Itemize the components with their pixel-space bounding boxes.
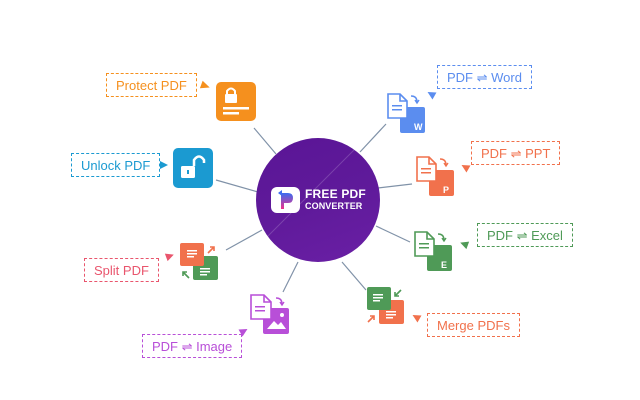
pdf-image-label[interactable]: PDF ⇌ Image	[142, 334, 243, 358]
pdf-ppt-label[interactable]: PDF ⇌ PPT	[471, 141, 561, 165]
merge-pdfs-label[interactable]: Merge PDFs	[427, 313, 520, 337]
light-streak	[265, 138, 367, 239]
excel-icon[interactable]: E	[414, 231, 456, 273]
ppt-icon[interactable]: P	[416, 156, 458, 198]
lock-icon[interactable]	[216, 82, 256, 122]
protect-pdf-label[interactable]: Protect PDF	[106, 73, 197, 97]
connector-split	[225, 229, 263, 251]
pdf-excel-label[interactable]: PDF ⇌ Excel	[477, 223, 573, 247]
app-logo	[271, 187, 300, 213]
connector-excel	[375, 225, 411, 243]
connector-ppt	[377, 183, 413, 189]
unlock-icon[interactable]	[173, 148, 213, 188]
unlock-pdf-label[interactable]: Unlock PDF	[71, 153, 161, 177]
connector-merge	[341, 261, 367, 291]
split-icon[interactable]	[180, 243, 220, 283]
ppt-badge: P	[443, 185, 449, 195]
connector-word	[359, 123, 387, 153]
merge-icon[interactable]	[365, 286, 407, 328]
hub-title-line1: FREE PDF	[305, 187, 366, 201]
word-badge: W	[414, 122, 423, 132]
hub-title-line2: CONVERTER	[305, 201, 363, 211]
logo-p-icon	[278, 190, 293, 209]
connector-image	[282, 261, 299, 293]
unlock-arrow-icon	[160, 161, 168, 169]
excel-badge: E	[441, 260, 447, 270]
connector-unlock	[215, 179, 259, 193]
split-pdf-label[interactable]: Split PDF	[84, 258, 159, 282]
word-icon[interactable]: W	[387, 93, 429, 135]
image-icon[interactable]	[250, 294, 292, 336]
pdf-word-label[interactable]: PDF ⇌ Word	[437, 65, 532, 89]
connector-protect	[253, 127, 277, 155]
